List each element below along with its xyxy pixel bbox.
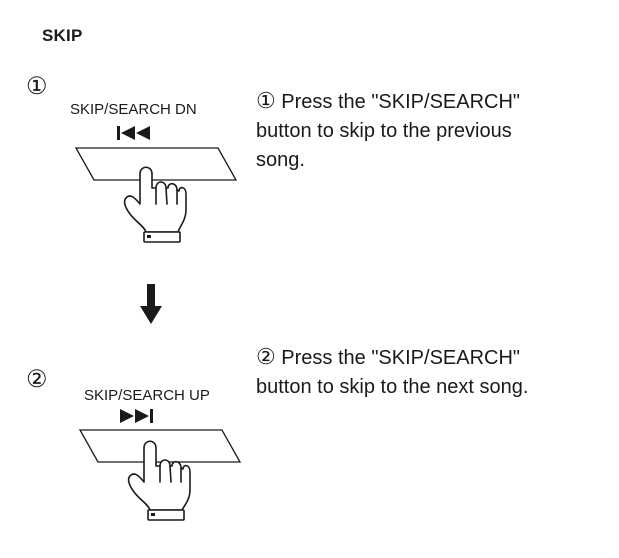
pointing-hand-icon — [127, 440, 191, 521]
step-1-instruction-line-3: song. — [256, 149, 305, 171]
step-2-button-press-illustration — [78, 429, 242, 521]
step-1-button-surface — [74, 147, 238, 181]
step-2-button-label: SKIP/SEARCH UP — [84, 387, 210, 404]
step-2-button-surface — [78, 429, 242, 463]
step-2-number: ② — [26, 365, 48, 393]
skip-next-icon — [120, 409, 153, 423]
section-title: SKIP — [42, 26, 83, 45]
pointing-hand-icon — [123, 166, 187, 243]
step-1-number: ① — [26, 72, 48, 100]
step-2-instruction: ② Press the "SKIP/SEARCH" button to skip… — [256, 343, 528, 402]
arrow-down-icon — [140, 284, 162, 324]
step-1-instruction: ① Press the "SKIP/SEARCH" button to skip… — [256, 87, 520, 175]
step-1-button-press-illustration — [74, 147, 238, 243]
step-1-button-label: SKIP/SEARCH DN — [70, 101, 197, 118]
step-1-instruction-line-2: button to skip to the previous — [256, 120, 512, 142]
step-1-instruction-number: ① — [256, 89, 276, 114]
step-1-instruction-line-1: ① Press the "SKIP/SEARCH" — [256, 89, 521, 114]
step-2-instruction-number: ② — [256, 345, 276, 370]
step-2-instruction-line-1: ② Press the "SKIP/SEARCH" — [256, 345, 521, 370]
skip-previous-icon — [117, 126, 150, 140]
step-2-instruction-line-2: button to skip to the next song. — [256, 376, 529, 398]
